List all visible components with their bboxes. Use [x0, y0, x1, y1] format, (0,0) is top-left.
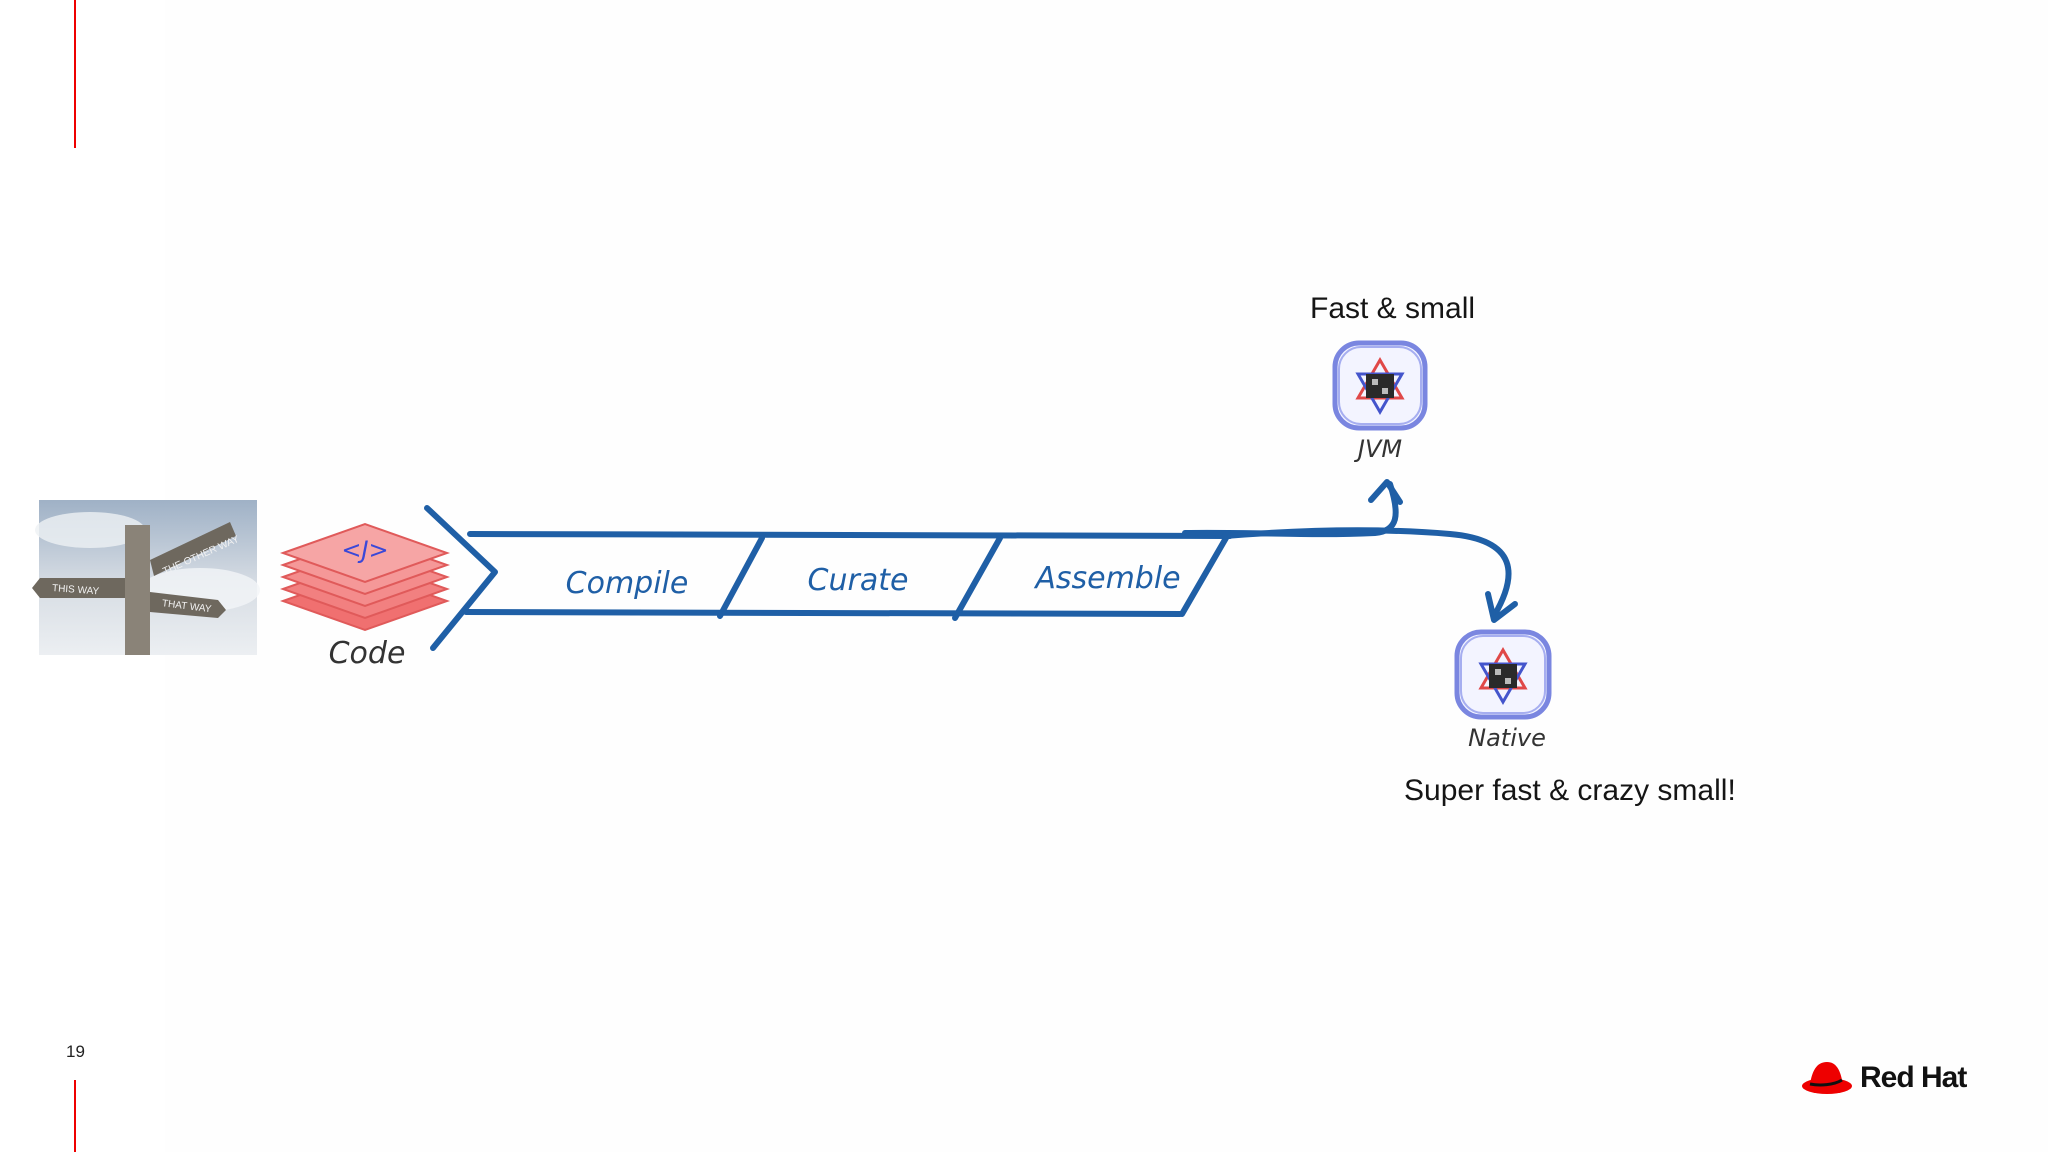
pipeline-top-edge	[467, 531, 1233, 539]
native-branch-arrow	[1222, 527, 1512, 619]
native-label: Native	[1468, 724, 1546, 752]
pipeline-chevron	[424, 505, 498, 651]
native-caption: Super fast & crazy small!	[1404, 774, 1736, 807]
stage-label-curate: Curate	[808, 563, 909, 598]
code-glyph: <J>	[341, 536, 388, 564]
jvm-label: JVM	[1354, 435, 1402, 463]
stage-label-compile: Compile	[566, 566, 689, 601]
signpost-photo: THIS WAY THAT WAY THE OTHER WAY	[32, 500, 260, 655]
sign-this-way: THIS WAY	[52, 583, 100, 597]
page-number: 19	[66, 1042, 85, 1061]
stage-label-assemble: Assemble	[1033, 561, 1180, 596]
stage-divider-1	[717, 535, 765, 619]
jvm-branch-arrow	[1182, 481, 1399, 538]
jvm-arrowhead	[1368, 479, 1403, 505]
jvm-caption: Fast & small	[1310, 292, 1476, 325]
code-stack-icon: <J>	[280, 522, 450, 632]
accent-rule-bottom	[74, 1080, 76, 1152]
native-arrowhead	[1485, 591, 1518, 623]
native-container-icon	[1454, 629, 1552, 720]
stage-divider-2	[952, 535, 1003, 621]
red-hat-logo: Red Hat	[1800, 1058, 1967, 1098]
pipeline	[424, 479, 1518, 651]
stage-divider-3	[1179, 535, 1229, 617]
brand-name: Red Hat	[1860, 1061, 1967, 1094]
code-label: Code	[329, 636, 406, 671]
jvm-container-icon	[1332, 340, 1428, 431]
pipeline-bottom-edge	[463, 609, 1183, 617]
red-hat-icon	[1802, 1062, 1852, 1094]
accent-rule-top	[74, 0, 76, 148]
